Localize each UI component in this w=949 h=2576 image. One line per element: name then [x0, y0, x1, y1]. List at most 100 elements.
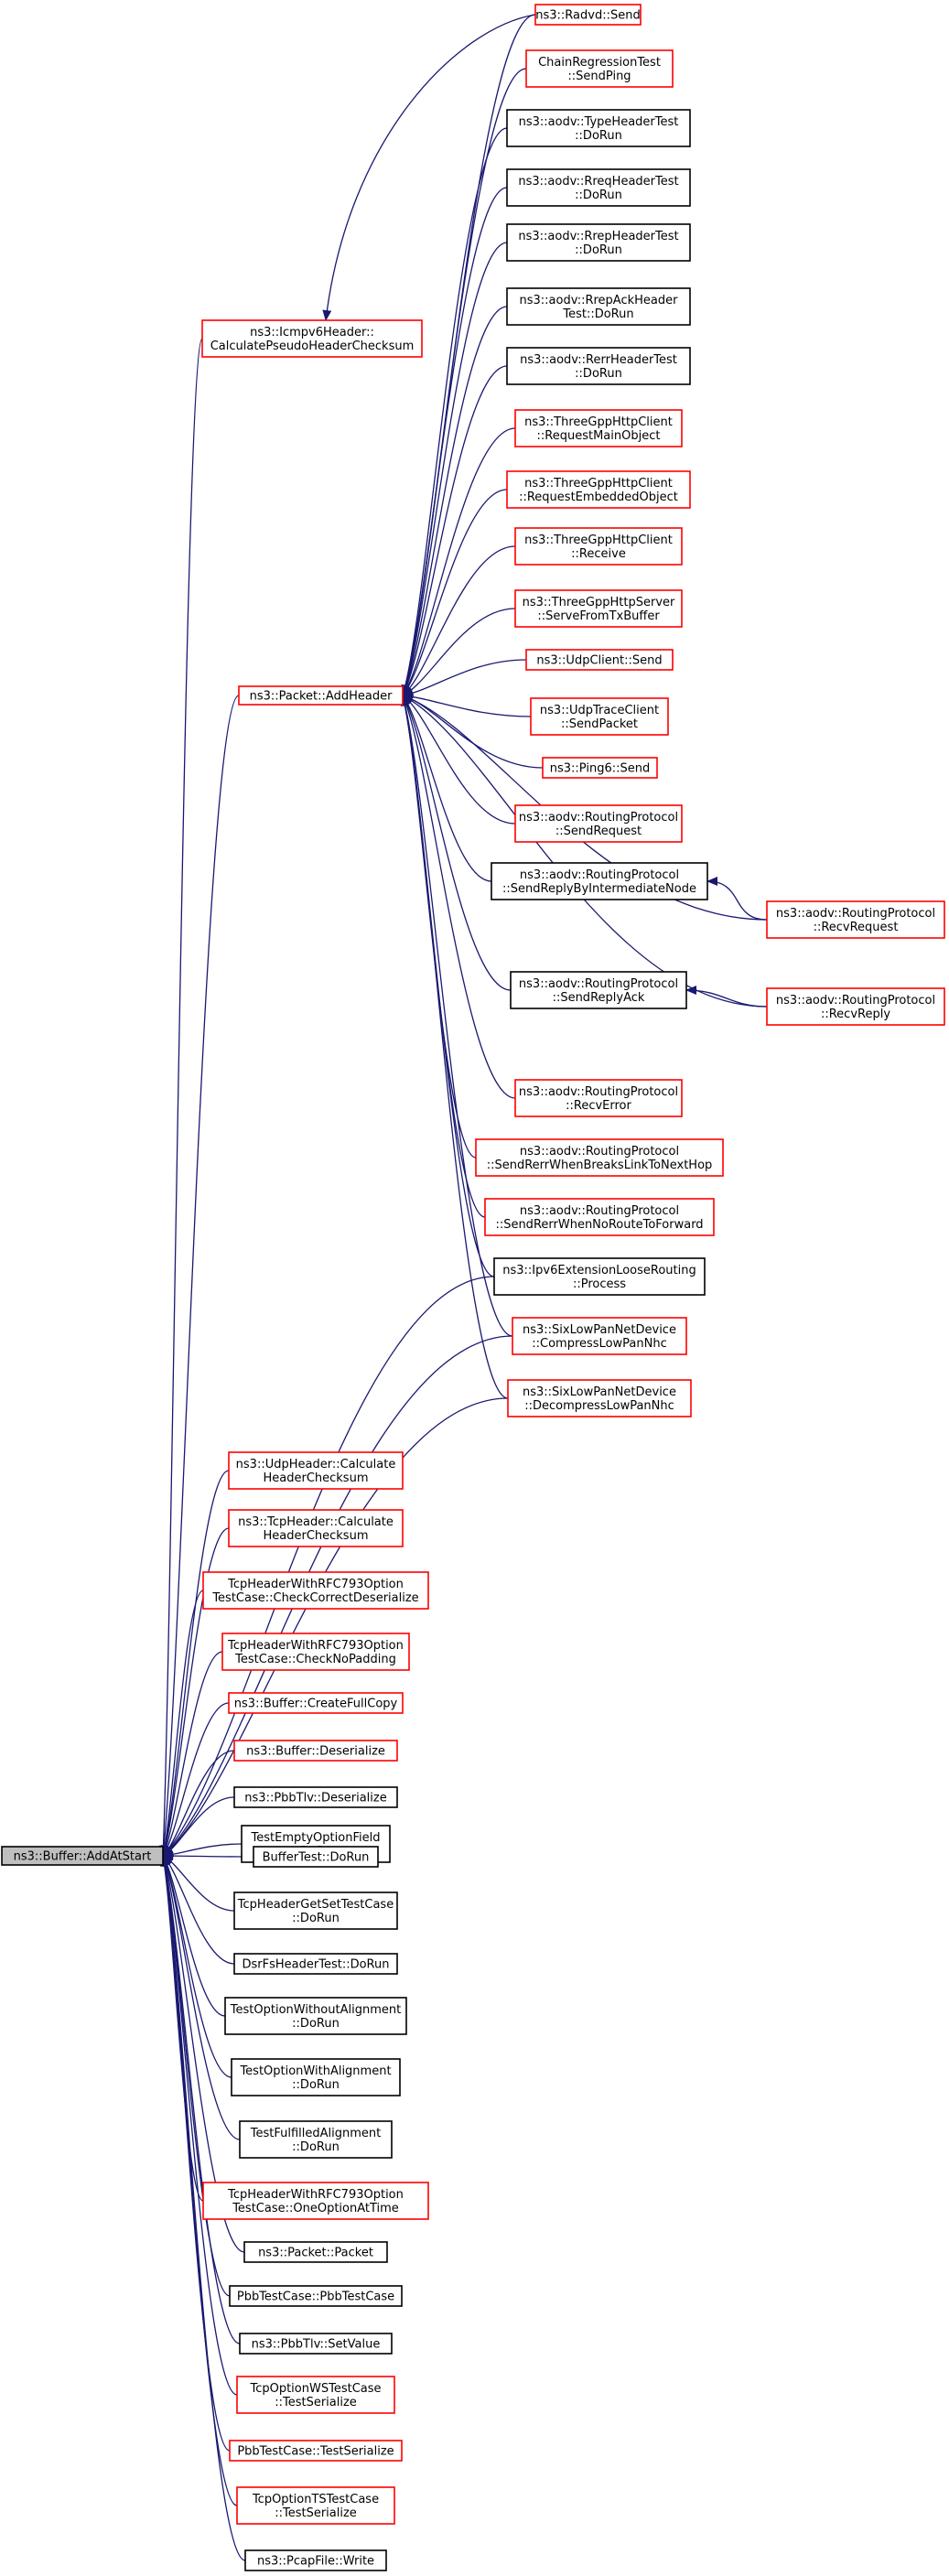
node-tcp793_oneoption[interactable]: TcpHeaderWithRFC793OptionTestCase::OneOp…: [202, 2182, 429, 2220]
node-label-line: ns3::Radvd::Send: [535, 9, 640, 23]
node-tcp793_checkcorrect[interactable]: TcpHeaderWithRFC793OptionTestCase::Check…: [202, 1571, 429, 1610]
node-http_embobj[interactable]: ns3::ThreeGppHttpClient::RequestEmbedded…: [506, 470, 691, 509]
node-label-line: ns3::aodv::RoutingProtocol: [776, 994, 935, 1008]
node-label-line: TestCase::CheckCorrectDeserialize: [211, 1591, 418, 1605]
node-testoptionwithout[interactable]: TestOptionWithoutAlignment::DoRun: [224, 1997, 407, 2035]
node-label-line: ns3::Buffer::AddAtStart: [14, 1850, 152, 1864]
node-box: [514, 409, 683, 447]
node-tcpheadergetset[interactable]: TcpHeaderGetSetTestCase::DoRun: [233, 1892, 398, 1930]
node-buffer_addatstart[interactable]: ns3::Buffer::AddAtStart: [1, 1846, 164, 1866]
node-sixlowpan_compress[interactable]: ns3::SixLowPanNetDevice::CompressLowPanN…: [512, 1317, 687, 1355]
node-label-line: ::SendPing: [567, 70, 631, 83]
node-testoptionwith[interactable]: TestOptionWithAlignment::DoRun: [231, 2058, 401, 2096]
node-label-line: ns3::Icmpv6Header::: [250, 326, 374, 340]
node-pbbtestcase[interactable]: PbbTestCase::PbbTestCase: [229, 2285, 403, 2307]
node-http_receive[interactable]: ns3::ThreeGppHttpClient::Receive: [514, 527, 683, 566]
edge-buffer_addatstart-to-sixlowpan_compress: [162, 1335, 513, 1857]
node-rp_rerrnoroute[interactable]: ns3::aodv::RoutingProtocol::SendRerrWhen…: [484, 1198, 715, 1236]
edge-packet_addheader-to-rrepackheader: [402, 306, 508, 696]
node-label-line: PbbTestCase::PbbTestCase: [237, 2290, 394, 2304]
node-label-line: TcpHeaderWithRFC793Option: [227, 2188, 404, 2202]
node-label-line: HeaderChecksum: [263, 1529, 368, 1543]
node-box: [233, 1740, 398, 1762]
node-rerrheader[interactable]: ns3::aodv::RerrHeaderTest::DoRun: [506, 347, 691, 385]
node-rp_sendreplyack[interactable]: ns3::aodv::RoutingProtocol::SendReplyAck: [510, 971, 687, 1009]
edge-buffer_addatstart-to-buffertest: [162, 1851, 254, 1861]
node-rp_recverror[interactable]: ns3::aodv::RoutingProtocol::RecvError: [514, 1079, 683, 1117]
node-rp_rerrbreaks[interactable]: ns3::aodv::RoutingProtocol::SendRerrWhen…: [475, 1138, 724, 1177]
node-chain_sendping[interactable]: ChainRegressionTest::SendPing: [525, 49, 674, 88]
edge-buffer_addatstart-to-testoptionwithout: [162, 1855, 226, 2017]
node-radvd_send[interactable]: ns3::Radvd::Send: [534, 4, 642, 26]
node-box: [239, 2120, 393, 2159]
node-label-line: ns3::aodv::RoutingProtocol: [519, 811, 678, 825]
node-label-line: ::RequestEmbeddedObject: [519, 490, 678, 504]
node-icmpv6_checksum[interactable]: ns3::Icmpv6Header::CalculatePseudoHeader…: [201, 319, 423, 358]
node-label-line: ns3::aodv::RoutingProtocol: [776, 907, 935, 921]
node-label-line: ns3::SixLowPanNetDevice: [523, 1323, 676, 1337]
node-box: [244, 2549, 387, 2571]
node-ping6_send[interactable]: ns3::Ping6::Send: [542, 757, 658, 779]
node-label-line: HeaderChecksum: [263, 1471, 368, 1485]
edge-buffer_addatstart-to-pbbtlv_deserialize: [162, 1796, 235, 1857]
node-label-line: TcpHeaderWithRFC793Option: [227, 1578, 404, 1591]
node-dsrfsheader[interactable]: DsrFsHeaderTest::DoRun: [233, 1953, 398, 1975]
node-testfulfilled[interactable]: TestFulfilledAlignment::DoRun: [239, 2120, 393, 2159]
node-tcpoptionts[interactable]: TcpOptionTSTestCase::TestSerialize: [236, 2486, 395, 2525]
node-label-line: ::DoRun: [575, 243, 622, 257]
node-udpclient_send[interactable]: ns3::UdpClient::Send: [525, 649, 674, 671]
node-box: [514, 589, 683, 628]
node-box: [484, 1198, 715, 1236]
node-sixlowpan_decompress[interactable]: ns3::SixLowPanNetDevice::DecompressLowPa…: [507, 1379, 692, 1417]
node-box: [202, 1571, 429, 1610]
edge-packet_addheader-to-rp_recvreply: [402, 695, 768, 1008]
node-packet_addheader[interactable]: ns3::Packet::AddHeader: [238, 685, 404, 706]
node-rp_sendrequest[interactable]: ns3::aodv::RoutingProtocol::SendRequest: [514, 804, 683, 843]
node-rp_recvrequest[interactable]: ns3::aodv::RoutingProtocol::RecvRequest: [766, 900, 945, 939]
node-tcpoptionws[interactable]: TcpOptionWSTestCase::TestSerialize: [236, 2376, 395, 2414]
node-pbbtlv_setvalue[interactable]: ns3::PbbTlv::SetValue: [239, 2333, 393, 2355]
node-tcp793_checknopad[interactable]: TcpHeaderWithRFC793OptionTestCase::Check…: [221, 1633, 410, 1671]
edge-packet_addheader-to-http_embobj: [402, 489, 508, 696]
node-box: [233, 1786, 398, 1808]
node-pbbtest_serialize[interactable]: PbbTestCase::TestSerialize: [229, 2440, 403, 2462]
node-rp_recvreply[interactable]: ns3::aodv::RoutingProtocol::RecvReply: [766, 987, 945, 1026]
node-buffer_createfullcopy[interactable]: ns3::Buffer::CreateFullCopy: [228, 1692, 404, 1714]
node-label-line: TcpHeaderGetSetTestCase: [237, 1898, 394, 1912]
node-box: [525, 649, 674, 671]
edge-packet_addheader-to-sixlowpan_compress: [401, 695, 513, 1337]
node-rreqheader[interactable]: ns3::aodv::RreqHeaderTest::DoRun: [506, 168, 691, 207]
node-pcapfile_write[interactable]: ns3::PcapFile::Write: [244, 2549, 387, 2571]
node-http_serve[interactable]: ns3::ThreeGppHttpServer::ServeFromTxBuff…: [514, 589, 683, 628]
node-typeheader[interactable]: ns3::aodv::TypeHeaderTest::DoRun: [506, 109, 691, 147]
node-box: [231, 2058, 401, 2096]
node-buffer_deserialize[interactable]: ns3::Buffer::Deserialize: [233, 1740, 398, 1762]
edge-packet_addheader-to-rp_recverror: [402, 695, 516, 1099]
node-label-line: TestCase::OneOptionAtTime: [232, 2202, 399, 2215]
node-box: [766, 987, 945, 1026]
node-ipv6_looserouting[interactable]: ns3::Ipv6ExtensionLooseRouting::Process: [493, 1257, 706, 1296]
node-box: [534, 4, 642, 26]
node-http_mainobj[interactable]: ns3::ThreeGppHttpClient::RequestMainObje…: [514, 409, 683, 447]
node-box: [202, 2182, 429, 2220]
edge-buffer_addatstart-to-tcp793_checkcorrect: [160, 1590, 204, 1857]
node-rp_sendreplyinter[interactable]: ns3::aodv::RoutingProtocol::SendReplyByI…: [491, 862, 708, 900]
node-label-line: TestOptionWithoutAlignment: [230, 2003, 401, 2017]
node-rrepheader[interactable]: ns3::aodv::RrepHeaderTest::DoRun: [506, 223, 691, 262]
edge-packet_addheader-to-udpclient_send: [402, 659, 527, 699]
node-label-line: ::DoRun: [292, 1912, 340, 1925]
node-box: [766, 900, 945, 939]
node-pbbtlv_deserialize[interactable]: ns3::PbbTlv::Deserialize: [233, 1786, 398, 1808]
edge-buffer_addatstart-to-tcpheader_checksum: [161, 1527, 230, 1857]
node-label-line: ::DecompressLowPanNhc: [524, 1399, 674, 1413]
node-label-line: PbbTestCase::TestSerialize: [237, 2445, 394, 2459]
node-packet_packet[interactable]: ns3::Packet::Packet: [243, 2241, 388, 2263]
edge-buffer_addatstart-to-buffer_createfullcopy: [162, 1702, 230, 1857]
node-udptrace_send[interactable]: ns3::UdpTraceClient::SendPacket: [530, 697, 669, 736]
node-label-line: ns3::Packet::AddHeader: [250, 690, 393, 704]
node-buffertest[interactable]: BufferTest::DoRun: [253, 1846, 379, 1868]
node-box: [233, 1953, 398, 1975]
